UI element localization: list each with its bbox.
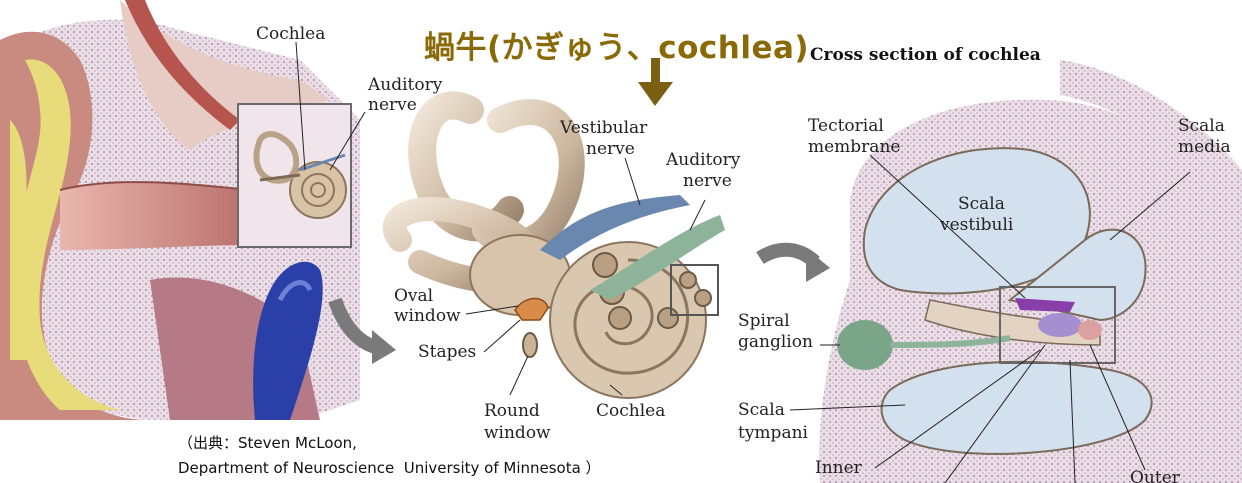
label-vestibular-nerve-line1: Vestibular xyxy=(559,118,648,138)
label-tectorial-membrane-line2: membrane xyxy=(808,137,900,157)
label-inner: Inner xyxy=(815,458,863,478)
label-spiral-ganglion-line1: Spiral xyxy=(738,311,790,331)
label-vestibular-nerve-line2: nerve xyxy=(586,139,635,159)
credit-line-1: （出典：Steven McLoon, xyxy=(178,431,601,456)
label-scala-media-line1: Scala xyxy=(1178,116,1225,136)
label-round-window-line1: Round xyxy=(484,401,540,421)
label-scala-vestibuli-line1: Scala xyxy=(958,194,1005,214)
label-scala-media-line2: media xyxy=(1178,137,1231,157)
credit-line-2: Department of Neuroscience University of… xyxy=(178,456,601,481)
label-scala-vestibuli-line2: vestibuli xyxy=(939,215,1014,235)
label-auditory-nerve-line1: Auditory xyxy=(367,75,443,95)
label-auditory-nerve-mid-line1: Auditory xyxy=(665,150,741,170)
outer-ear-illustration xyxy=(0,0,396,420)
label-tectorial-membrane-line1: Tectorial xyxy=(808,116,884,136)
label-outer: Outer xyxy=(1130,468,1181,483)
label-stapes: Stapes xyxy=(418,342,476,362)
label-oval-window-line2: window xyxy=(394,306,461,326)
label-oval-window-line1: Oval xyxy=(394,286,433,306)
label-spiral-ganglion-line2: ganglion xyxy=(738,332,813,352)
source-credit: （出典：Steven McLoon, Department of Neurosc… xyxy=(178,431,601,481)
cross-section-title: Cross section of cochlea xyxy=(810,45,1041,65)
label-ear-cochlea: Cochlea xyxy=(256,24,325,44)
label-auditory-nerve-mid-line2: nerve xyxy=(683,171,732,191)
label-auditory-nerve-line2: nerve xyxy=(368,95,417,115)
label-scala-tympani-line2: tympani xyxy=(738,423,809,443)
label-scala-tympani-line1: Scala xyxy=(738,400,785,420)
heading: 蝸牛(かぎゅう、cochlea) xyxy=(424,22,809,67)
label-cochlea-mid: Cochlea xyxy=(596,401,665,421)
